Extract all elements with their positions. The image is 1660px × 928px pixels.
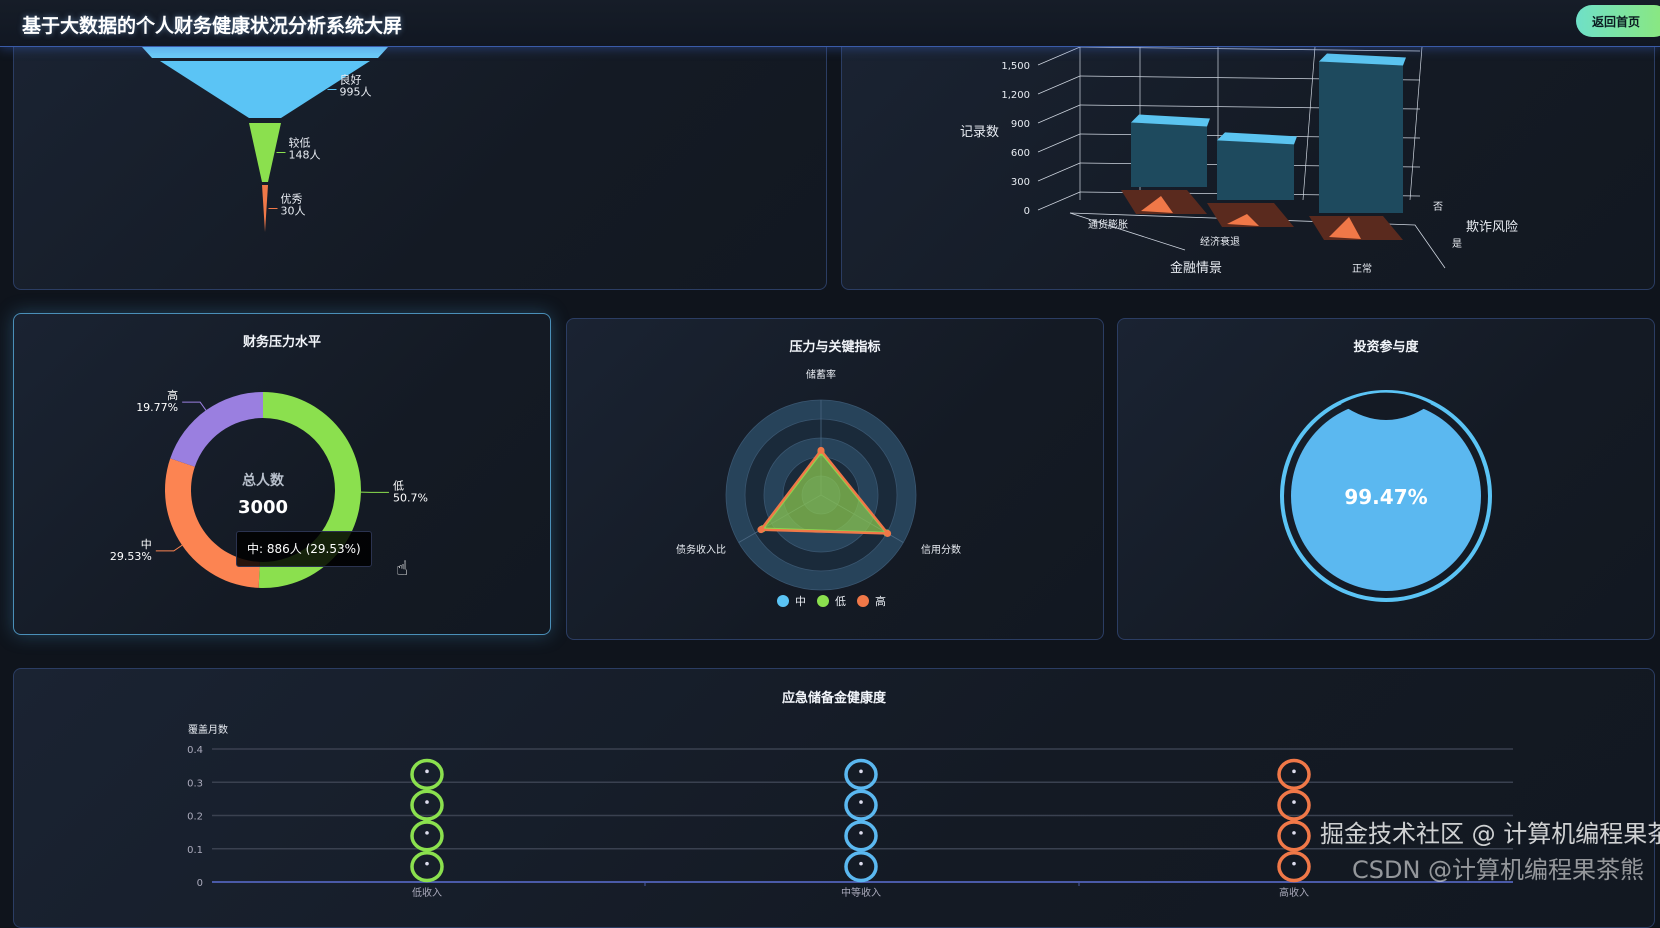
pictorial-symbol-dot: [425, 800, 429, 804]
funnel-stage-优秀: [262, 185, 268, 232]
y-tick-label: 0.2: [187, 812, 203, 823]
pictorial-symbol-dot: [1292, 831, 1296, 835]
pictorial-symbol-dot: [859, 831, 863, 835]
gridline: [1038, 47, 1080, 65]
x-tick-label: 中等收入: [841, 886, 881, 899]
y-axis-title: 覆盖月数: [188, 723, 228, 736]
pictorial-symbol-高收入: [1279, 760, 1309, 788]
legend-marker-高: [857, 595, 869, 607]
pie-label-percent: 29.53%: [110, 550, 152, 563]
pie-slice-高: [170, 392, 263, 467]
gridline: [1038, 192, 1080, 210]
y-tick-label: 300: [1011, 177, 1030, 188]
radar-point: [884, 530, 891, 537]
center-label: 总人数: [242, 472, 285, 489]
x-tick-label: 正常: [1352, 262, 1372, 275]
pictorial-symbol-dot: [1292, 770, 1296, 774]
pictorial-symbol-dot: [859, 862, 863, 866]
funnel-label-name: 较低: [289, 136, 311, 150]
z-tick-label: 是: [1452, 238, 1462, 250]
pictorial-symbol-dot: [425, 831, 429, 835]
center-total: 3000: [238, 497, 288, 518]
x-tick-label: 高收入: [1279, 886, 1309, 899]
pictorial-symbol-高收入: [1279, 853, 1309, 881]
funnel-label-value: 30人: [281, 205, 306, 218]
legend-label: 低: [835, 595, 846, 608]
z-tick-label: 否: [1433, 201, 1443, 213]
bar-fraud-no-经济衰退: [1217, 140, 1294, 200]
funnel-label-value: 995人: [340, 86, 372, 99]
pictorial-symbol-dot: [425, 862, 429, 866]
pictorial-symbol-中等收入: [846, 822, 876, 850]
radar-indicator: 储蓄率: [806, 368, 836, 381]
pie-label-name: 高: [167, 388, 178, 402]
funnel-stage-良好: [160, 61, 370, 118]
legend-marker-中: [777, 595, 789, 607]
gridline: [1410, 47, 1422, 200]
y-tick-label: 0.4: [187, 745, 203, 756]
pie-label-percent: 19.77%: [136, 401, 178, 414]
pictorial-symbol-高收入: [1279, 822, 1309, 850]
pictorial-symbol-中等收入: [846, 760, 876, 788]
pictorial-symbol-低收入: [412, 822, 442, 850]
page-title: 基于大数据的个人财务健康状况分析系统大屏: [22, 11, 402, 38]
pictorial-symbol-中等收入: [846, 853, 876, 881]
legend-label: 高: [875, 594, 886, 608]
x-tick-label: 低收入: [412, 886, 442, 899]
axis-floor: [1070, 213, 1185, 250]
funnel-label-name: 良好: [340, 73, 362, 87]
gridline: [1303, 47, 1315, 200]
pie-label-line: [156, 545, 182, 551]
pie-label-line: [182, 402, 206, 410]
y-axis-title: 记录数: [960, 125, 999, 140]
funnel-label-value: 148人: [289, 149, 321, 162]
home-button[interactable]: 返回首页: [1576, 5, 1660, 37]
gauge-value: 99.47%: [1344, 485, 1427, 509]
pie-label-percent: 50.7%: [393, 491, 428, 504]
gridline: [1080, 47, 1420, 51]
z-axis-title: 欺诈风险: [1466, 220, 1518, 235]
pictorial-symbol-低收入: [412, 760, 442, 788]
gridline: [1038, 134, 1080, 152]
radar-indicator: 信用分数: [921, 543, 961, 556]
funnel-stage-较低: [249, 123, 281, 182]
bar-fraud-no-通货膨胀: [1131, 123, 1207, 188]
header: 基于大数据的个人财务健康状况分析系统大屏 返回首页: [0, 0, 1660, 47]
radar-point: [818, 447, 825, 454]
pictorial-symbol-dot: [1292, 862, 1296, 866]
x-tick-label: 通货膨胀: [1088, 218, 1128, 231]
radar-indicator: 债务收入比: [676, 543, 726, 556]
pictorial-symbol-dot: [425, 770, 429, 774]
gridline: [1038, 76, 1080, 94]
y-tick-label: 1,500: [1001, 61, 1030, 72]
watermark-juejin: 掘金技术社区 @ 计算机编程果茶熊: [1320, 814, 1660, 849]
x-tick-label: 经济衰退: [1200, 235, 1240, 248]
pie-tooltip: 中: 886人 (29.53%): [236, 531, 372, 567]
legend-label: 中: [795, 595, 806, 608]
x-axis-title: 金融情景: [1170, 260, 1222, 276]
pictorial-symbol-低收入: [412, 853, 442, 881]
y-tick-label: 0: [197, 878, 203, 889]
y-tick-label: 600: [1011, 148, 1030, 159]
y-tick-label: 0.1: [187, 845, 203, 856]
pictorial-symbol-dot: [859, 770, 863, 774]
radar-point: [757, 526, 764, 533]
hand-cursor-icon: ☝: [396, 556, 408, 580]
y-tick-label: 0: [1024, 206, 1030, 217]
y-tick-label: 900: [1011, 119, 1030, 130]
pictorial-symbol-dot: [1292, 800, 1296, 804]
funnel-top-stage: [142, 47, 388, 58]
legend-marker-低: [817, 595, 829, 607]
bar-fraud-no-正常: [1319, 62, 1403, 214]
y-tick-label: 0.3: [187, 778, 203, 789]
gridline: [1038, 105, 1080, 123]
y-tick-label: 1,200: [1001, 90, 1030, 101]
pictorial-symbol-dot: [859, 800, 863, 804]
gridline: [1038, 163, 1080, 181]
watermark-csdn: CSDN @计算机编程果茶熊: [1352, 850, 1644, 885]
